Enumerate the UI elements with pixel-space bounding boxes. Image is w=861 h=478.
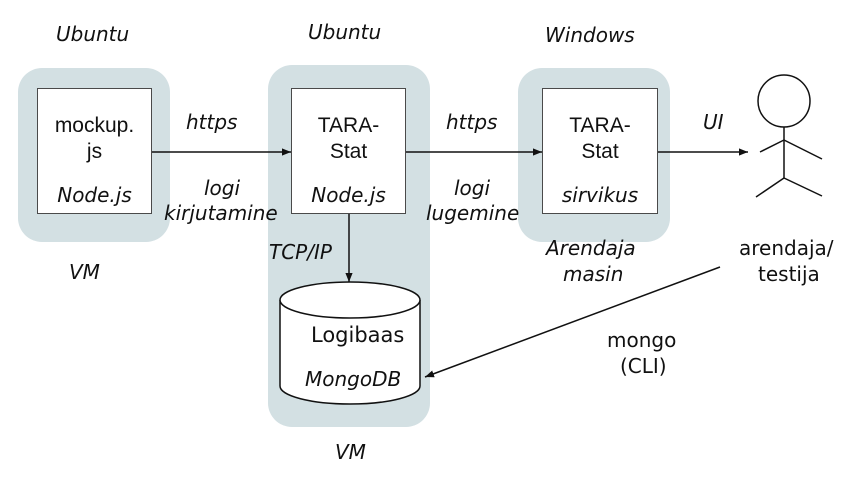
browser-title-1: TARA-	[569, 114, 631, 137]
edge-label-tcpip: TCP/IP	[269, 240, 332, 264]
edge-label-https-2: https	[446, 110, 498, 134]
edge-label-logi-2: logi	[454, 176, 491, 200]
db-title: Logibaas	[311, 323, 405, 347]
server-title-1: TARA-	[317, 114, 380, 137]
server-tech: Node.js	[311, 183, 386, 207]
actor-label-1: arendaja/	[739, 236, 834, 260]
mockup-tech: Node.js	[57, 183, 132, 207]
stick-figure-icon	[755, 74, 823, 198]
mockup-title-1: mockup.	[54, 114, 135, 137]
mockup-title-2: js	[86, 140, 103, 163]
host-label-vm-center: VM	[335, 440, 366, 464]
host-label-arendaja: Arendaja	[546, 236, 636, 260]
host-label-masin: masin	[563, 262, 624, 286]
browser-title-2: Stat	[581, 140, 619, 163]
edge-label-mongo: mongo	[607, 328, 677, 352]
edge-label-lugemine: lugemine	[426, 201, 520, 225]
edge-label-ui: UI	[703, 110, 724, 134]
edge-label-https-1: https	[186, 110, 238, 134]
os-label-mockup: Ubuntu	[56, 22, 130, 46]
edge-label-kirjutamine: kirjutamine	[164, 201, 278, 225]
tarastat-server-node: TARA- Stat Node.js	[291, 88, 406, 214]
mockup-node: mockup. js Node.js	[37, 88, 152, 214]
actor-label-2: testija	[758, 262, 820, 286]
edge-label-cli: (CLI)	[620, 354, 667, 378]
edge-label-logi-1: logi	[204, 176, 241, 200]
host-label-vm-left: VM	[69, 260, 100, 284]
os-label-browser: Windows	[545, 23, 635, 47]
server-title-2: Stat	[329, 140, 368, 163]
db-tech: MongoDB	[305, 367, 402, 391]
tarastat-browser-node: TARA- Stat sirvikus	[542, 88, 658, 214]
browser-tech: sirvikus	[561, 183, 639, 207]
database-cylinder-icon	[279, 281, 421, 405]
os-label-server: Ubuntu	[308, 20, 382, 44]
arrow-actor-to-db	[424, 266, 721, 378]
